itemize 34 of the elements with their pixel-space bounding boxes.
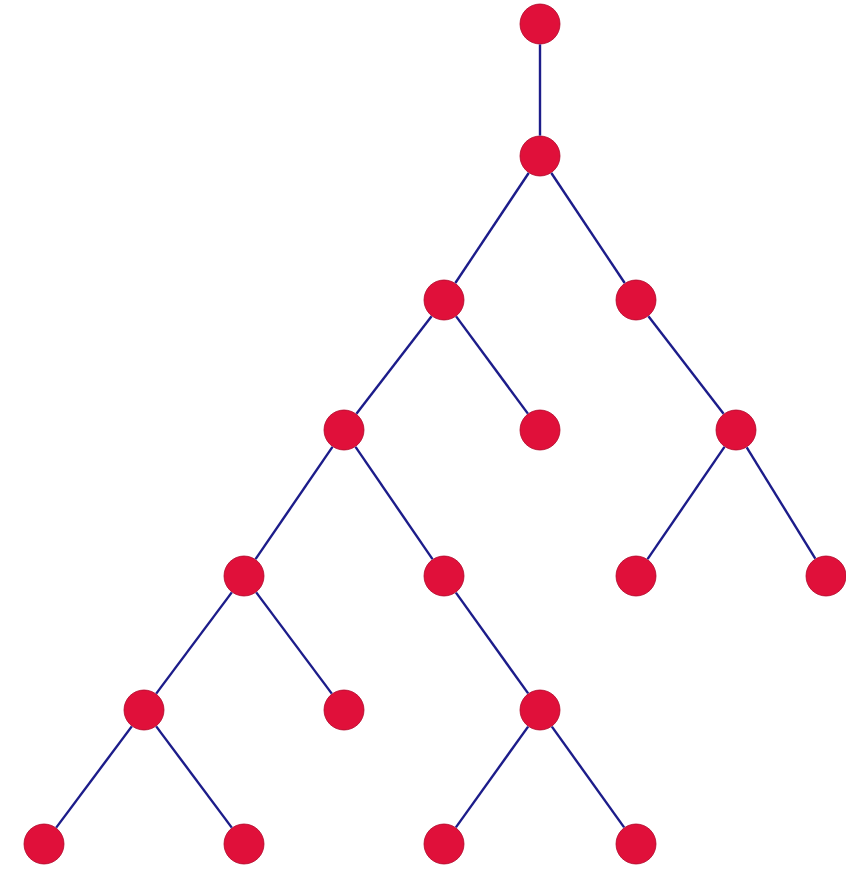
circle-node (519, 409, 561, 451)
circle-node (23, 823, 65, 865)
connector-line (454, 725, 530, 829)
connector-line (455, 315, 529, 415)
connector-line (355, 315, 433, 415)
connector-line (254, 446, 334, 560)
circle-node (223, 823, 265, 865)
circle-node (615, 279, 657, 321)
connector-line (647, 315, 725, 415)
connector-line (454, 172, 530, 284)
circle-node (715, 409, 757, 451)
connector-line (646, 446, 726, 560)
connector-line (538, 44, 542, 136)
circle-node (615, 823, 657, 865)
circle-node (223, 555, 265, 597)
connector-line (155, 591, 233, 695)
circle-node (519, 689, 561, 731)
circle-node (615, 555, 657, 597)
connector-line (745, 446, 817, 560)
circle-node (123, 689, 165, 731)
connector-line (55, 725, 133, 829)
circle-node (423, 823, 465, 865)
connector-line (454, 591, 530, 695)
circle-node (519, 3, 561, 45)
connector-line (255, 591, 333, 695)
circle-node (323, 689, 365, 731)
circle-node (519, 135, 561, 177)
connector-line (155, 725, 233, 829)
connector-line (354, 446, 434, 560)
connector-line (550, 725, 626, 829)
circle-node (323, 409, 365, 451)
connector-line (550, 172, 626, 284)
circle-node (423, 555, 465, 597)
circle-node (423, 279, 465, 321)
